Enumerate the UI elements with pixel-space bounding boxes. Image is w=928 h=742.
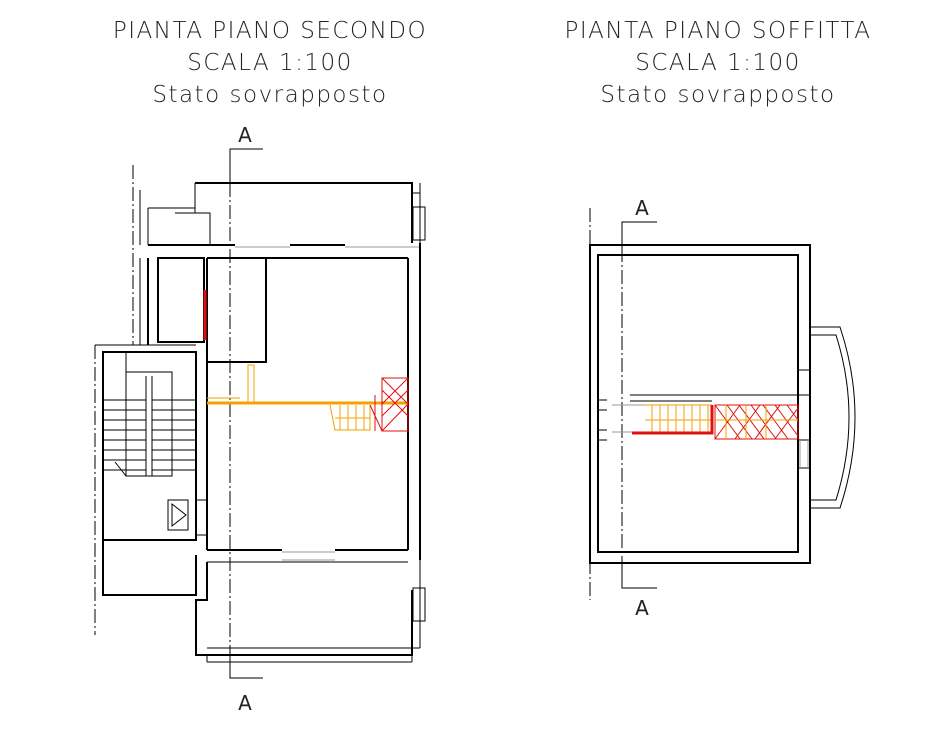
section-line-a: A A (621, 196, 657, 620)
plan-second-floor: A A (94, 123, 426, 715)
title-line1: PIANTA PIANO SOFFITTA (565, 18, 872, 44)
stair-new-overlay (369, 377, 409, 432)
stair-existing-overlay (645, 404, 712, 432)
title-line1: PIANTA PIANO SECONDO (113, 18, 427, 44)
section-label-top: A (238, 123, 252, 147)
stair-new-overlay (632, 404, 799, 440)
plan-title-second-floor: PIANTA PIANO SECONDO SCALA 1:100 Stato s… (113, 18, 427, 108)
section-label-top: A (635, 196, 649, 220)
section-line-a: A A (229, 123, 263, 715)
plan-title-attic: PIANTA PIANO SOFFITTA SCALA 1:100 Stato … (565, 18, 872, 108)
title-line3: Stato sovrapposto (152, 82, 387, 108)
curved-balcony (810, 326, 856, 509)
plan-attic: A A (589, 196, 856, 620)
lift-icon (167, 499, 189, 531)
title-line3: Stato sovrapposto (600, 82, 835, 108)
section-label-bottom: A (635, 596, 649, 620)
stair-existing-overlay (207, 364, 408, 431)
title-line2: SCALA 1:100 (187, 50, 353, 76)
stair-flight (103, 352, 196, 477)
section-label-bottom: A (238, 691, 252, 715)
title-line2: SCALA 1:100 (635, 50, 801, 76)
